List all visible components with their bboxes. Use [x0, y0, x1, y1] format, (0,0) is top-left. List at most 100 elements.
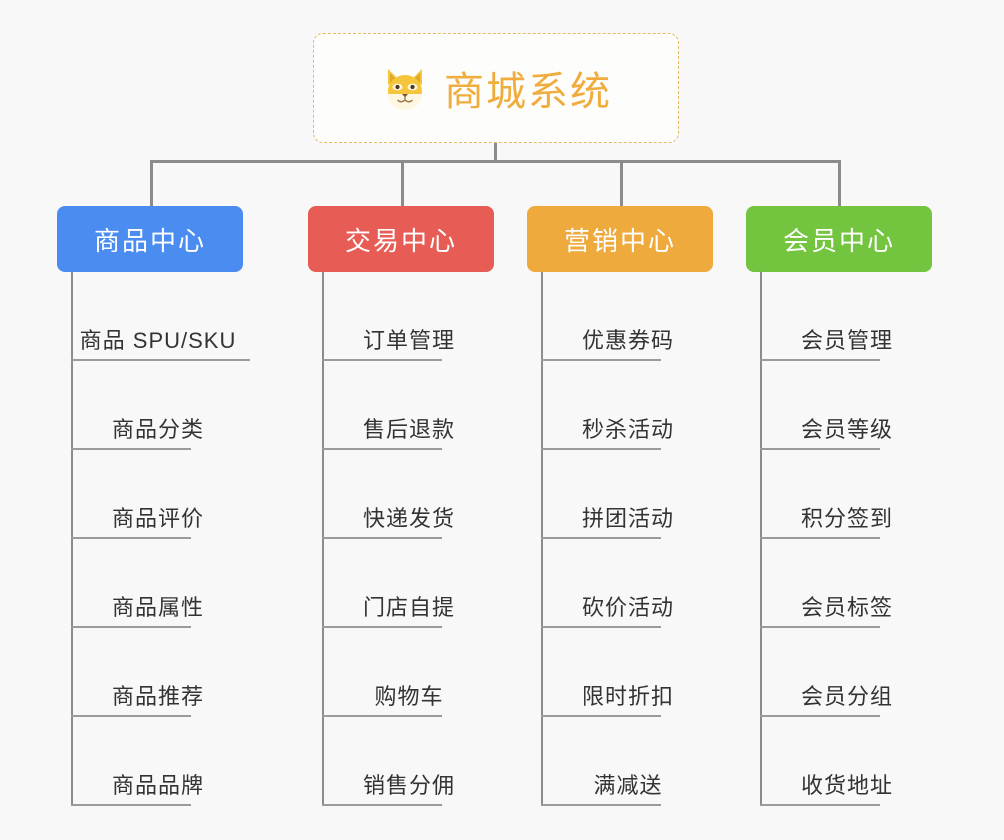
leaf-item-underline	[71, 359, 250, 361]
leaf-item-underline	[322, 448, 442, 450]
leaf-item-label: 会员等级	[800, 417, 893, 442]
leaf-item[interactable]: 限时折扣	[541, 628, 713, 717]
connector-root-stem	[494, 143, 497, 161]
category-header-label: 营销中心	[563, 225, 676, 256]
connector-horizontal-bus	[150, 160, 840, 163]
leaf-item[interactable]: 优惠券码	[541, 272, 713, 361]
category-header-label: 商品中心	[93, 225, 206, 256]
leaf-item-label: 商品属性	[111, 595, 204, 620]
column-spine-2	[541, 272, 543, 806]
leaf-list-1: 订单管理售后退款快递发货门店自提购物车销售分佣	[308, 272, 494, 806]
leaf-item[interactable]: 购物车	[322, 628, 494, 717]
category-header-3[interactable]: 会员中心	[746, 206, 932, 272]
leaf-item-underline	[71, 626, 191, 628]
category-column-1: 交易中心 订单管理售后退款快递发货门店自提购物车销售分佣	[308, 206, 494, 806]
leaf-item[interactable]: 收货地址	[760, 717, 932, 806]
leaf-item-underline	[541, 626, 661, 628]
leaf-item-underline	[71, 537, 191, 539]
leaf-item[interactable]: 拼团活动	[541, 450, 713, 539]
leaf-item-label: 订单管理	[362, 328, 455, 353]
leaf-item[interactable]: 商品属性	[71, 539, 243, 628]
leaf-list-3: 会员管理会员等级积分签到会员标签会员分组收货地址	[746, 272, 932, 806]
leaf-item-label: 积分签到	[800, 506, 893, 531]
shiba-dog-face-icon	[380, 63, 430, 113]
category-header-label: 会员中心	[782, 225, 895, 256]
leaf-item-label: 砍价活动	[581, 595, 674, 620]
category-header-0[interactable]: 商品中心	[57, 206, 243, 272]
leaf-item[interactable]: 快递发货	[322, 450, 494, 539]
leaf-item-label: 限时折扣	[581, 684, 674, 709]
leaf-item-label: 会员标签	[800, 595, 893, 620]
leaf-item-underline	[71, 804, 191, 806]
leaf-item-label: 商品品牌	[111, 773, 204, 798]
leaf-item[interactable]: 满减送	[541, 717, 713, 806]
leaf-item[interactable]: 会员管理	[760, 272, 932, 361]
leaf-item-underline	[760, 804, 880, 806]
leaf-item-label: 满减送	[593, 773, 663, 798]
leaf-list-0: 商品 SPU/SKU 商品分类商品评价商品属性商品推荐商品品牌	[57, 272, 250, 806]
leaf-item-underline	[71, 448, 191, 450]
category-column-3: 会员中心 会员管理会员等级积分签到会员标签会员分组收货地址	[746, 206, 932, 806]
connector-drop-2	[620, 160, 623, 208]
leaf-list-2: 优惠券码秒杀活动拼团活动砍价活动限时折扣满减送	[527, 272, 713, 806]
leaf-item-label: 销售分佣	[362, 773, 455, 798]
leaf-item-underline	[541, 537, 661, 539]
leaf-item-underline	[322, 626, 442, 628]
leaf-item[interactable]: 商品品牌	[71, 717, 243, 806]
connector-drop-3	[838, 160, 841, 208]
category-header-label: 交易中心	[344, 225, 457, 256]
leaf-item-label: 会员管理	[800, 328, 893, 353]
root-title: 商城系统	[444, 70, 612, 114]
column-spine-3	[760, 272, 762, 806]
leaf-item-label: 商品分类	[111, 417, 204, 442]
leaf-item[interactable]: 销售分佣	[322, 717, 494, 806]
leaf-item-underline	[760, 448, 880, 450]
leaf-item-underline	[541, 359, 661, 361]
connector-drop-1	[401, 160, 404, 208]
column-spine-0	[71, 272, 73, 806]
category-header-1[interactable]: 交易中心	[308, 206, 494, 272]
leaf-item-underline	[541, 448, 661, 450]
leaf-item[interactable]: 会员等级	[760, 361, 932, 450]
leaf-item-label: 会员分组	[800, 684, 893, 709]
leaf-item-underline	[322, 537, 442, 539]
leaf-item-underline	[541, 804, 661, 806]
leaf-item-underline	[760, 626, 880, 628]
leaf-item-underline	[760, 715, 880, 717]
connector-drop-0	[150, 160, 153, 208]
leaf-item[interactable]: 会员标签	[760, 539, 932, 628]
leaf-item-label: 门店自提	[362, 595, 455, 620]
leaf-item[interactable]: 会员分组	[760, 628, 932, 717]
leaf-item-label: 优惠券码	[581, 328, 674, 353]
leaf-item[interactable]: 商品 SPU/SKU	[71, 272, 250, 361]
leaf-item[interactable]: 秒杀活动	[541, 361, 713, 450]
leaf-item-label: 购物车	[374, 684, 444, 709]
category-column-2: 营销中心 优惠券码秒杀活动拼团活动砍价活动限时折扣满减送	[527, 206, 713, 806]
leaf-item-underline	[322, 715, 442, 717]
leaf-item-label: 拼团活动	[581, 506, 674, 531]
leaf-item-label: 商品 SPU/SKU	[79, 328, 237, 353]
category-header-2[interactable]: 营销中心	[527, 206, 713, 272]
leaf-item[interactable]: 积分签到	[760, 450, 932, 539]
leaf-item-underline	[760, 537, 880, 539]
column-spine-1	[322, 272, 324, 806]
leaf-item-underline	[322, 359, 442, 361]
leaf-item[interactable]: 商品评价	[71, 450, 243, 539]
category-column-0: 商品中心 商品 SPU/SKU 商品分类商品评价商品属性商品推荐商品品牌	[57, 206, 250, 806]
leaf-item-label: 商品推荐	[111, 684, 204, 709]
leaf-item[interactable]: 门店自提	[322, 539, 494, 628]
leaf-item-label: 收货地址	[800, 773, 893, 798]
root-node[interactable]: 商城系统	[313, 33, 679, 143]
leaf-item-label: 快递发货	[362, 506, 455, 531]
leaf-item[interactable]: 砍价活动	[541, 539, 713, 628]
leaf-item-underline	[760, 359, 880, 361]
leaf-item-underline	[322, 804, 442, 806]
leaf-item-label: 售后退款	[362, 417, 455, 442]
leaf-item[interactable]: 售后退款	[322, 361, 494, 450]
leaf-item-underline	[541, 715, 661, 717]
leaf-item[interactable]: 商品推荐	[71, 628, 243, 717]
leaf-item[interactable]: 商品分类	[71, 361, 243, 450]
leaf-item-label: 秒杀活动	[581, 417, 674, 442]
leaf-item[interactable]: 订单管理	[322, 272, 494, 361]
